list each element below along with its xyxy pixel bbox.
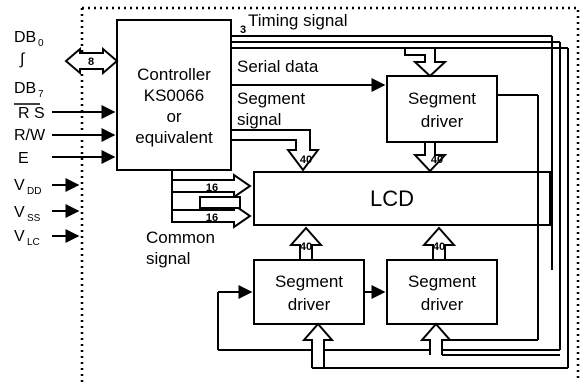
pin-rw: R/W	[14, 127, 46, 144]
pin-db0-main: DB	[14, 29, 36, 46]
common-bus-lower	[171, 192, 252, 229]
common-bus-upper	[171, 170, 252, 199]
common-bus-lower-width: 16	[206, 212, 218, 224]
timing-bus	[231, 35, 561, 350]
top-driver-to-lcd-bus	[412, 141, 448, 173]
pin-vlc: V LC	[14, 228, 40, 248]
bottom-right-clock-arrow	[419, 322, 453, 355]
pin-db0-sub: 0	[38, 38, 44, 49]
clock-feed-lines	[312, 47, 569, 369]
timing-signal-label: Timing signal	[248, 11, 348, 30]
common-signal-label-line2: signal	[146, 249, 190, 268]
module-boundary	[80, 6, 580, 382]
pin-e: E	[18, 150, 29, 167]
bottom-right-to-lcd-bus	[421, 226, 457, 261]
lcd-label: LCD	[370, 186, 414, 211]
pin-db7-sub: 7	[38, 89, 44, 100]
common-bus-upper-width: 16	[206, 182, 218, 194]
controller-label-line2: KS0066	[144, 86, 205, 105]
pin-vlc-sub: LC	[27, 237, 40, 248]
top-driver-to-lcd-width: 40	[431, 154, 443, 166]
bottom-left-to-lcd-width: 40	[300, 241, 312, 253]
pin-vss-main: V	[14, 204, 25, 221]
controller-to-lcd-bus	[230, 129, 320, 172]
segment-driver-top	[386, 75, 498, 143]
pin-db7: DB 7	[14, 80, 44, 100]
segment-driver-bottom-right-label-line2: driver	[421, 295, 464, 314]
common-bus-joiner	[199, 196, 241, 209]
segment-driver-top-label-line2: driver	[421, 112, 464, 131]
segment-driver-bottom-left	[253, 259, 365, 325]
segment-driver-top-label-line1: Segment	[408, 89, 476, 108]
pin-vss: V SS	[14, 204, 41, 224]
controller-to-lcd-width: 40	[300, 154, 312, 166]
bottom-left-to-lcd-bus	[288, 226, 324, 261]
pin-vdd-main: V	[14, 177, 25, 194]
pin-vdd-sub: DD	[27, 186, 41, 197]
lcd-panel	[253, 171, 551, 226]
segment-driver-bottom-left-label-line1: Segment	[275, 272, 343, 291]
timing-to-top-driver-arrow	[404, 47, 448, 78]
pin-rs: R S	[18, 105, 45, 122]
segment-driver-bottom-right	[386, 259, 498, 325]
bottom-right-to-lcd-width: 40	[433, 241, 445, 253]
data-bus-arrow	[64, 46, 119, 76]
segment-driver-bottom-left-label-line2: driver	[288, 295, 331, 314]
segment-signal-label-line2: signal	[237, 110, 281, 129]
bottom-left-input-loop	[217, 292, 560, 351]
timing-bus-width: 3	[240, 24, 246, 36]
pin-bus-squiggle: ∫	[19, 51, 26, 68]
bottom-left-clock-arrow	[301, 322, 335, 368]
controller-block	[116, 19, 232, 171]
pin-vss-sub: SS	[27, 213, 41, 224]
pin-db0: DB 0	[14, 29, 44, 49]
controller-label-line1: Controller	[137, 65, 211, 84]
controller-label-line4: equivalent	[135, 128, 213, 147]
data-bus-width: 8	[88, 56, 94, 68]
pin-db7-main: DB	[14, 80, 36, 97]
segment-driver-bottom-right-label-line1: Segment	[408, 272, 476, 291]
pin-vdd: V DD	[14, 177, 41, 197]
pin-vlc-main: V	[14, 228, 25, 245]
pin-arrows	[52, 105, 116, 243]
segment-signal-label-line1: Segment	[237, 89, 305, 108]
controller-label-line3: or	[166, 107, 181, 126]
common-signal-label-line1: Common	[146, 228, 215, 247]
serial-data-label: Serial data	[237, 57, 319, 76]
